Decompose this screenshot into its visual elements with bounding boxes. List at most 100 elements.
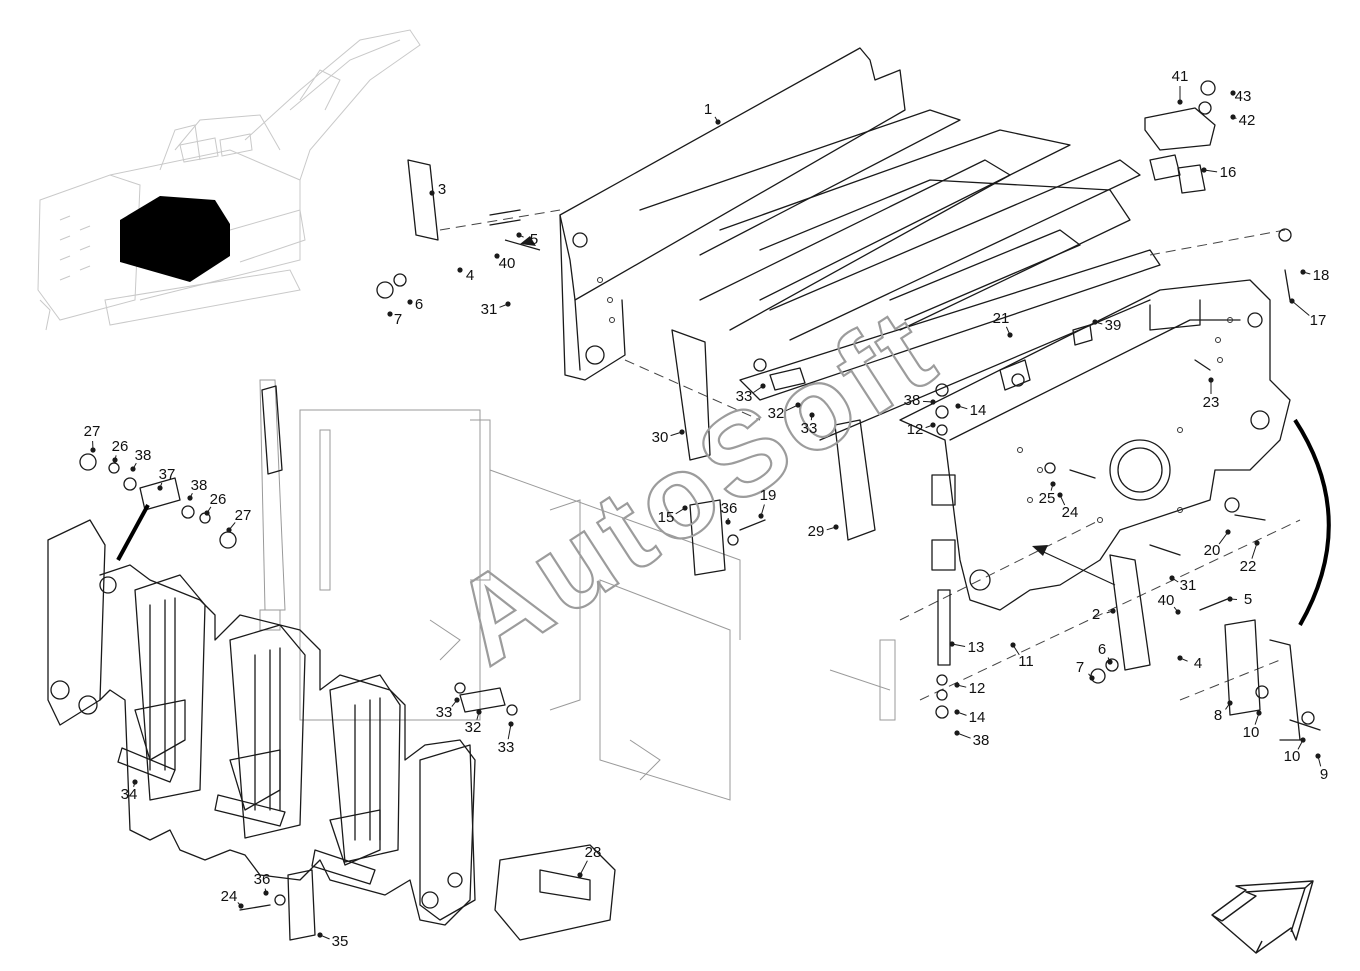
callout-9: 9 (1315, 753, 1328, 783)
callout-number: 24 (221, 888, 238, 905)
callout-8: 8 (1214, 700, 1233, 724)
callout-22: 22 (1240, 540, 1260, 575)
main-frame-assembly (439, 47, 1301, 701)
callout-26: 26 (112, 438, 128, 463)
callout-dot (112, 457, 118, 463)
callout-dot (132, 779, 138, 785)
callout-14: 14 (954, 709, 985, 726)
callout-dot (679, 429, 685, 435)
callout-number: 6 (415, 296, 423, 313)
callout-dot (1289, 298, 1295, 304)
callout-dot (955, 403, 961, 409)
callout-27: 27 (226, 507, 251, 533)
callout-number: 32 (465, 719, 482, 736)
callout-dot (204, 510, 210, 516)
callout-dot (407, 299, 413, 305)
front-crossbar-assembly (47, 519, 476, 926)
callout-38: 38 (130, 447, 151, 472)
callout-dot (954, 730, 960, 736)
callout-dot (1089, 675, 1095, 681)
callout-number: 33 (801, 420, 818, 437)
callout-dot (157, 485, 163, 491)
callout-number: 38 (973, 732, 990, 749)
callout-dot (494, 253, 500, 259)
callout-number: 19 (760, 487, 777, 504)
callout-17: 17 (1289, 298, 1326, 329)
callout-number: 36 (254, 871, 271, 888)
callout-number: 6 (1098, 641, 1106, 658)
callout-dot (1110, 608, 1116, 614)
callout-dot (833, 524, 839, 530)
callout-number: 9 (1320, 766, 1328, 783)
callout-20: 20 (1204, 529, 1231, 559)
callout-30: 30 (652, 429, 685, 446)
callout-40: 40 (1158, 592, 1181, 615)
callout-dot (758, 513, 764, 519)
callout-number: 7 (394, 311, 402, 328)
callout-number: 16 (1220, 164, 1237, 181)
callout-dot (682, 505, 688, 511)
callout-dot (809, 412, 815, 418)
callout-dot (1300, 737, 1306, 743)
callout-number: 26 (210, 491, 227, 508)
callout-number: 32 (768, 405, 785, 422)
callout-number: 27 (84, 423, 101, 440)
callout-number: 8 (1214, 707, 1222, 724)
callout-dot (1177, 655, 1183, 661)
callout-3: 3 (429, 181, 446, 198)
callout-dot (130, 466, 136, 472)
callout-38: 38 (187, 477, 207, 501)
callout-dot (760, 383, 766, 389)
callout-number: 35 (332, 933, 349, 950)
callout-dot (429, 190, 435, 196)
callout-13: 13 (949, 639, 984, 656)
callout-leader-line (1251, 542, 1258, 559)
callout-dot (1227, 596, 1233, 602)
assembly-arrows (116, 236, 1331, 626)
callout-5: 5 (516, 231, 538, 248)
callout-dot (1227, 700, 1233, 706)
callout-dot (954, 682, 960, 688)
callout-25: 25 (1039, 481, 1056, 507)
callout-number: 12 (907, 421, 924, 438)
watermark: AutoSoft (430, 282, 960, 690)
callout-31: 31 (481, 301, 511, 318)
callout-38: 38 (954, 730, 989, 749)
callout-number: 4 (466, 267, 474, 284)
exploded-small-parts (79, 80, 1321, 941)
callout-number: 15 (658, 509, 675, 526)
callout-5: 5 (1227, 591, 1252, 608)
callout-dot (387, 311, 393, 317)
callout-dot (317, 932, 323, 938)
callout-36: 36 (254, 871, 271, 896)
callout-dot (725, 519, 731, 525)
callout-7: 7 (387, 311, 402, 328)
callout-number: 10 (1243, 724, 1260, 741)
callout-number: 1 (704, 101, 712, 118)
callout-12: 12 (907, 421, 936, 438)
callout-dot (715, 119, 721, 125)
callout-number: 5 (530, 231, 538, 248)
callout-31: 31 (1169, 575, 1196, 594)
callout-33: 33 (801, 412, 818, 437)
callout-number: 4 (1194, 655, 1202, 672)
callout-dot (1300, 269, 1306, 275)
callout-dot (1010, 642, 1016, 648)
callout-leader-line (579, 860, 588, 876)
callout-dot (1050, 481, 1056, 487)
callout-dot (577, 872, 583, 878)
callout-29: 29 (808, 523, 839, 540)
callout-24: 24 (221, 888, 244, 909)
callout-34: 34 (121, 779, 138, 803)
machine-overview-thumbnail (37, 29, 421, 331)
callout-1: 1 (704, 101, 721, 125)
callout-7: 7 (1076, 659, 1095, 681)
callout-dot (930, 422, 936, 428)
callout-43: 43 (1230, 88, 1251, 105)
callout-41: 41 (1172, 68, 1188, 105)
callout-number: 30 (652, 429, 669, 446)
callout-number: 28 (585, 844, 602, 861)
callout-26: 26 (204, 491, 226, 516)
callout-dot (505, 301, 511, 307)
